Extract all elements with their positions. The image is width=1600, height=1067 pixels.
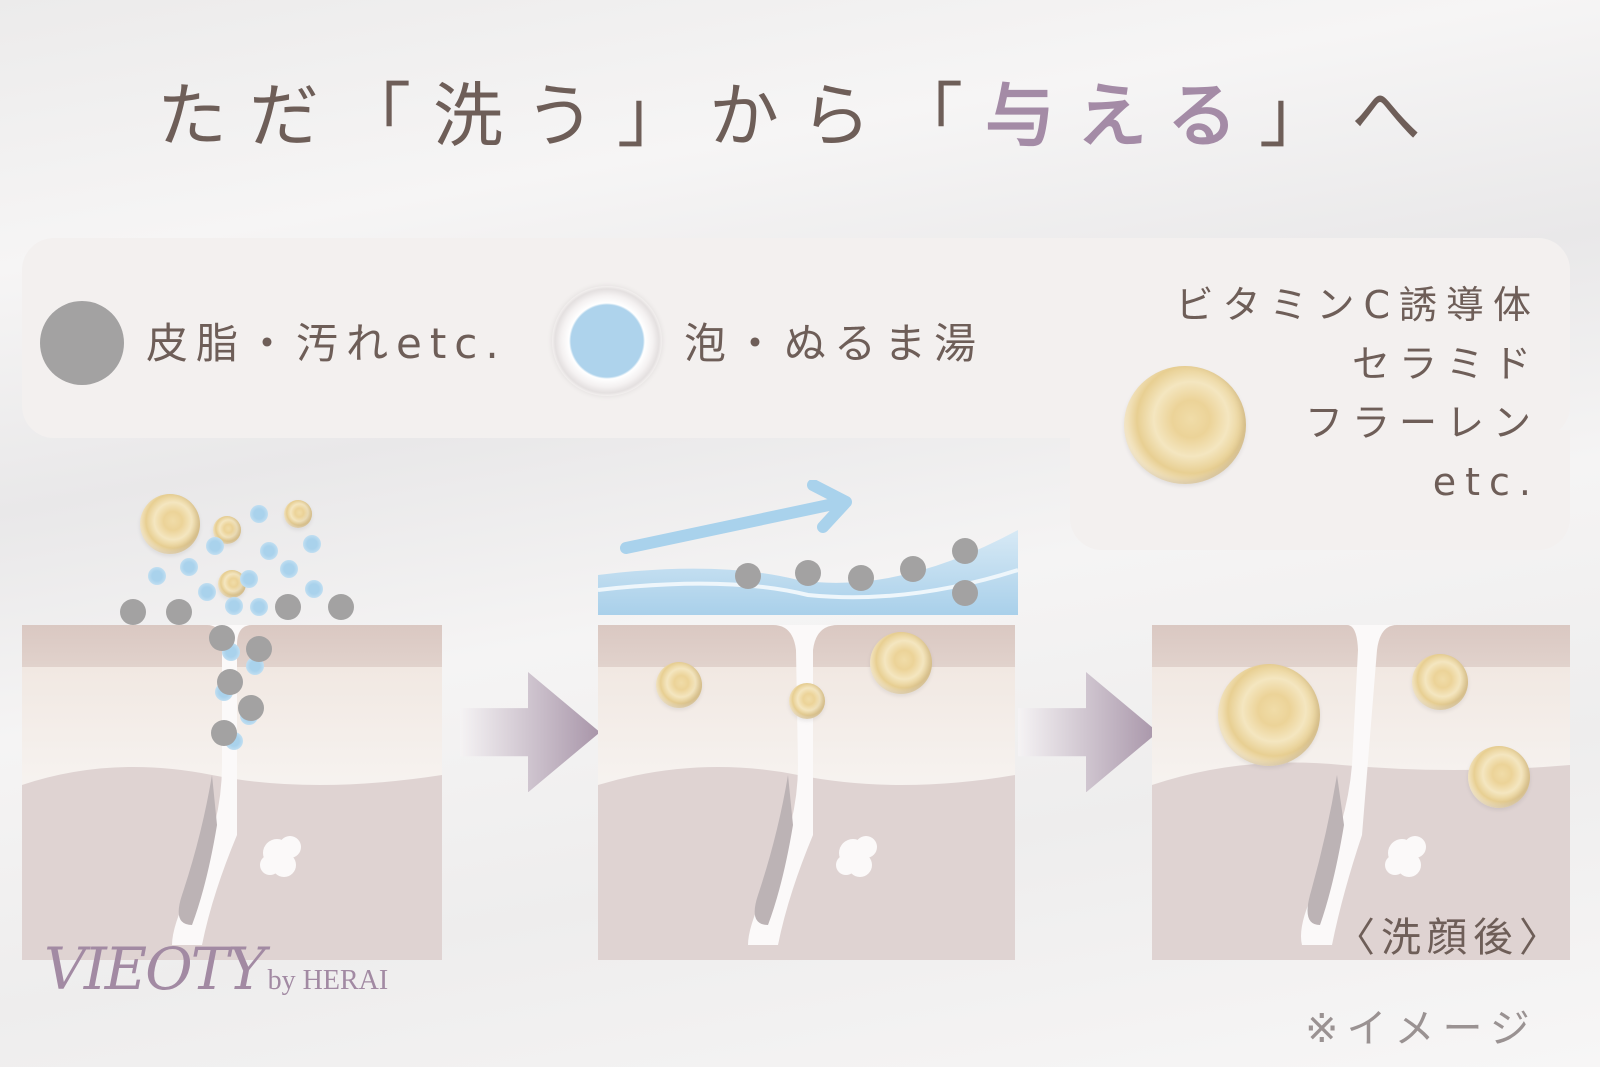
dirt-dot-icon <box>209 625 235 651</box>
active-capsule-icon <box>284 500 312 528</box>
after-wash-label: 〈洗顔後〉 <box>1335 915 1565 961</box>
dirt-dot-icon <box>166 599 192 625</box>
dirt-dot-icon <box>238 695 264 721</box>
legend-panel <box>22 238 1570 438</box>
active-capsule-icon <box>140 494 200 554</box>
foam-dot-icon <box>198 583 216 601</box>
next-arrow-icon <box>1018 672 1158 792</box>
foam-dot-icon <box>148 567 166 585</box>
actives-list: ビタミンC誘導体 セラミド フラーレン etc. <box>1175 276 1540 512</box>
dirt-dot-icon <box>211 720 237 746</box>
active-capsule-icon <box>656 662 702 708</box>
legend-label-foam: 泡・ぬるま湯 <box>684 319 985 368</box>
grey-dirt-dot-icon <box>40 301 124 385</box>
title-accent: 与える <box>985 75 1259 157</box>
brand-name: VIEOTY <box>44 935 266 1003</box>
dirt-dot-icon <box>275 594 301 620</box>
active-capsule-icon <box>789 683 825 719</box>
dirt-dot-icon <box>795 560 821 586</box>
dirt-dot-icon <box>735 563 761 589</box>
active-capsule-icon <box>870 632 932 694</box>
title-suffix: 」へ <box>1258 75 1443 157</box>
legend-label-dirt: 皮脂・汚れetc. <box>146 319 507 368</box>
foam-dot-icon <box>250 505 268 523</box>
next-arrow-icon <box>460 672 600 792</box>
active-capsule-icon <box>1218 664 1320 766</box>
foam-dot-icon <box>280 560 298 578</box>
dirt-dot-icon <box>328 594 354 620</box>
dirt-dot-icon <box>848 565 874 591</box>
foam-dot-icon <box>225 597 243 615</box>
dirt-dot-icon <box>120 599 146 625</box>
foam-dot-icon <box>303 535 321 553</box>
page-title: ただ「洗う」から「与える」へ <box>0 60 1600 161</box>
foam-dot-icon <box>240 570 258 588</box>
brand-suffix: by HERAI <box>267 965 389 996</box>
dirt-dot-icon <box>952 580 978 606</box>
title-prefix: ただ「洗う」から「 <box>157 75 986 157</box>
actives-line-etc: etc. <box>1432 460 1540 504</box>
foam-bubble-icon <box>552 286 662 396</box>
actives-line-vitamin-c: ビタミンC誘導体 <box>1175 283 1540 327</box>
foam-dot-icon <box>180 558 198 576</box>
image-disclaimer: ※イメージ <box>1305 1006 1538 1052</box>
foam-dot-icon <box>206 537 224 555</box>
water-flow-illustration <box>598 480 1018 615</box>
foam-dot-icon <box>260 542 278 560</box>
foam-dot-icon <box>250 598 268 616</box>
actives-line-ceramide: セラミド <box>1351 342 1540 386</box>
active-capsule-icon <box>1412 654 1468 710</box>
dirt-dot-icon <box>217 669 243 695</box>
active-capsule-icon <box>1124 366 1246 484</box>
dirt-dot-icon <box>246 636 272 662</box>
dirt-dot-icon <box>900 556 926 582</box>
foam-dot-icon <box>305 580 323 598</box>
active-capsule-icon <box>1468 746 1530 808</box>
after-wash-stage-panel <box>1152 625 1570 960</box>
flow-arrow-icon <box>620 496 849 554</box>
actives-line-fullerene: フラーレン <box>1304 401 1540 445</box>
dirt-dot-icon <box>952 538 978 564</box>
